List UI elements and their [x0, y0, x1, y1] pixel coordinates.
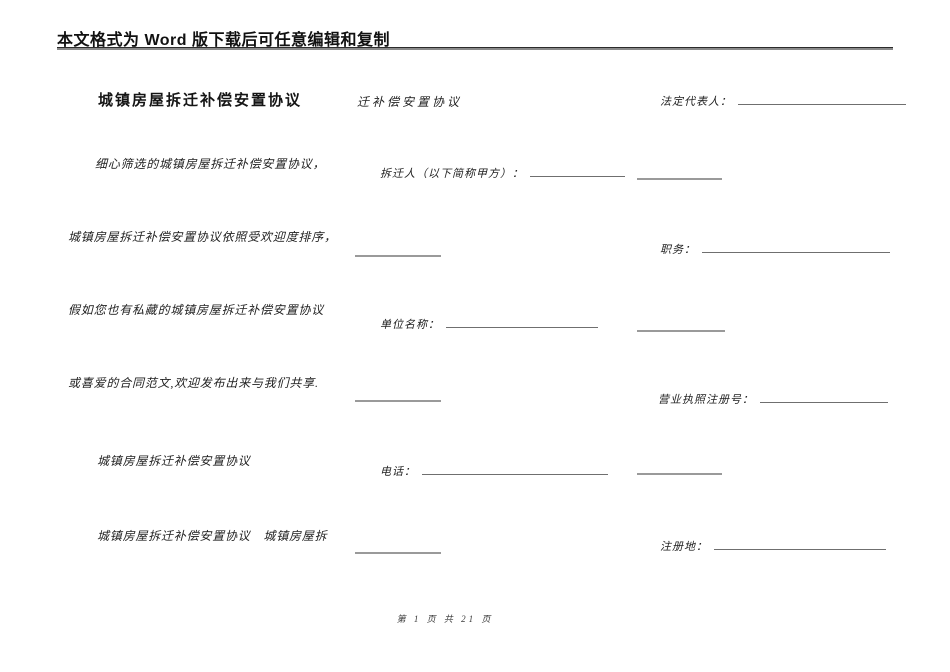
field-label: 法定代表人： [660, 96, 732, 108]
paragraph: 城镇房屋拆迁补偿安置协议 [97, 454, 251, 468]
header-rule [57, 47, 893, 50]
fill-in-blank [714, 538, 886, 550]
fill-in-blank [702, 241, 890, 253]
fill-in-blank-line [637, 463, 722, 475]
field-unit-name: 单位名称： [380, 316, 598, 332]
fill-in-blank-line [355, 542, 441, 554]
field-label: 注册地： [660, 541, 708, 553]
document-title: 城镇房屋拆迁补偿安置协议 [98, 93, 303, 109]
field-phone: 电话： [380, 463, 608, 479]
fill-in-blank [760, 391, 888, 403]
field-business-license-no: 营业执照注册号： [658, 391, 888, 407]
fill-in-blank [422, 463, 608, 475]
field-label: 营业执照注册号： [658, 394, 754, 406]
fill-in-blank-line [355, 390, 441, 402]
fill-in-blank [738, 93, 906, 105]
paragraph: 或喜爱的合同范文,欢迎发布出来与我们共享. [68, 376, 319, 390]
paragraph: 假如您也有私藏的城镇房屋拆迁补偿安置协议 [68, 303, 325, 317]
fill-in-blank-line [637, 168, 722, 180]
field-label: 单位名称： [380, 319, 440, 331]
fill-in-blank-line [637, 320, 725, 332]
field-label: 拆迁人（以下简称甲方）： [380, 168, 524, 180]
field-label: 职务： [660, 244, 696, 256]
field-legal-representative: 法定代表人： [660, 93, 906, 109]
fill-in-blank [446, 316, 598, 328]
field-registered-address: 注册地： [660, 538, 886, 554]
field-demolisher: 拆迁人（以下简称甲方）： [380, 165, 625, 181]
field-label: 电话： [380, 466, 416, 478]
paragraph: 城镇房屋拆迁补偿安置协议 城镇房屋拆 [97, 529, 328, 543]
document-title-continuation: 迁补偿安置协议 [357, 95, 463, 109]
page-number: 第 1 页 共 21 页 [396, 614, 494, 624]
field-position: 职务： [660, 241, 890, 257]
fill-in-blank [530, 165, 625, 177]
header-notice: 本文格式为 Word 版下载后可任意编辑和复制 [57, 32, 390, 49]
fill-in-blank-line [355, 245, 441, 257]
paragraph: 城镇房屋拆迁补偿安置协议依照受欢迎度排序， [68, 230, 337, 244]
paragraph: 细心筛选的城镇房屋拆迁补偿安置协议， [95, 157, 326, 171]
